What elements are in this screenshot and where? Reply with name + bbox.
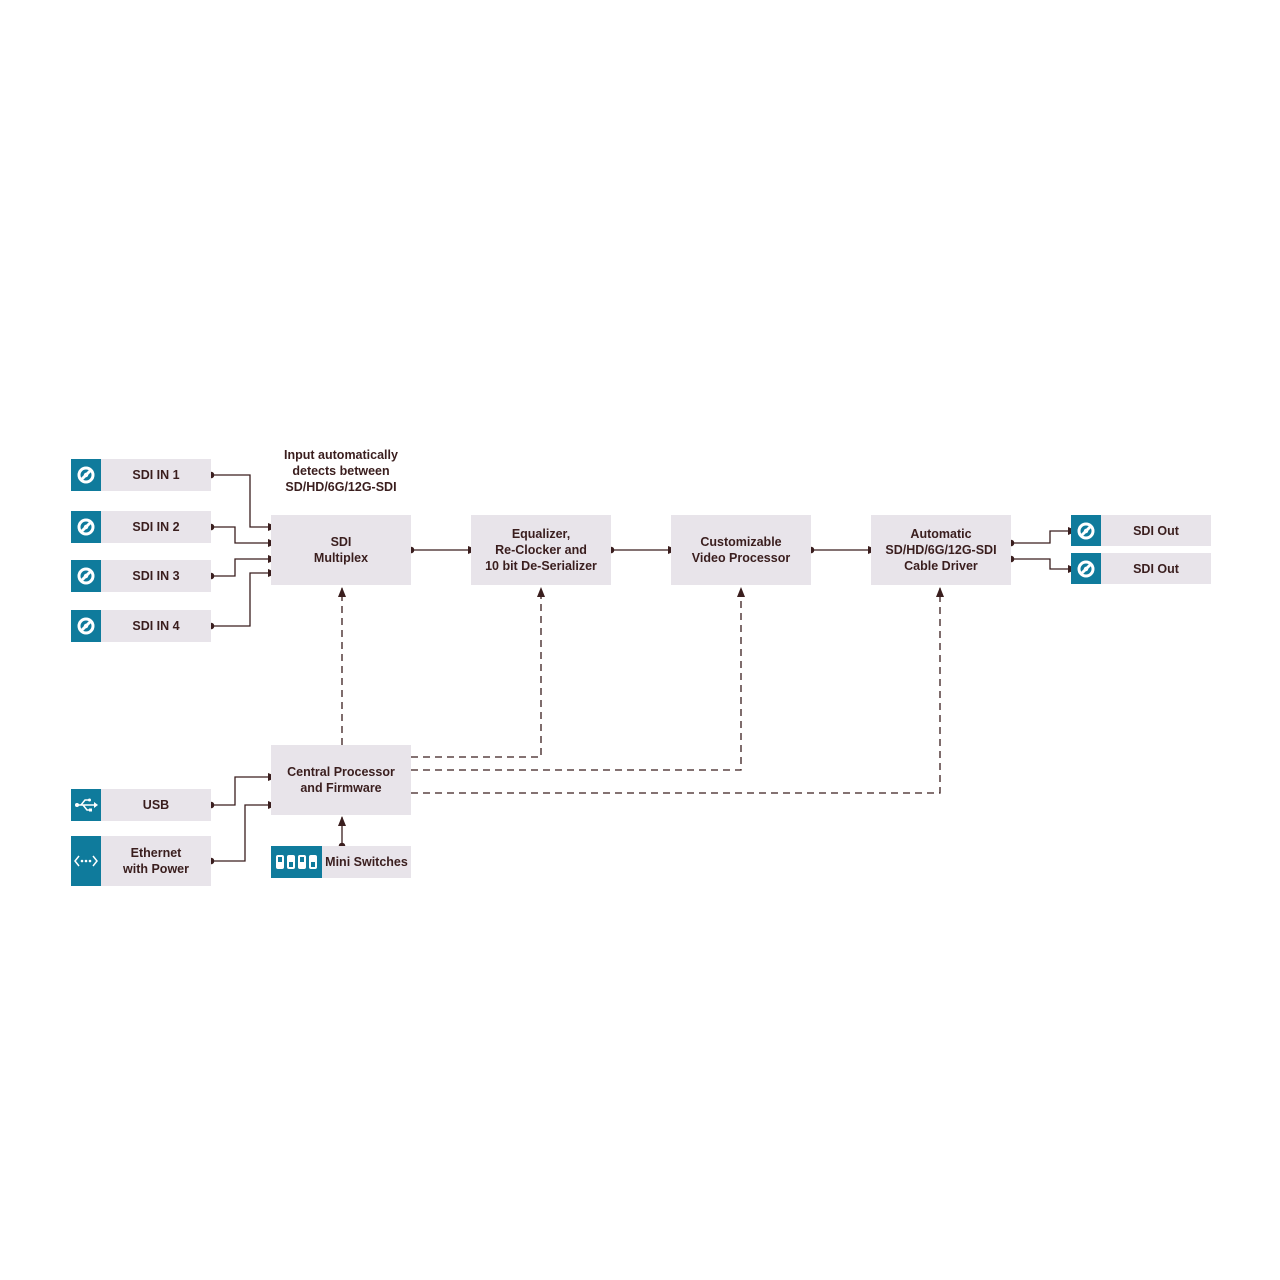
sdi-connector-icon (71, 511, 101, 543)
sdi-connector-icon (1071, 553, 1101, 584)
video-processor-block: Customizable Video Processor (671, 515, 811, 585)
block-label: SDI Multiplex (313, 535, 369, 565)
sdi-connector-icon (71, 459, 101, 491)
mini-switches-port: Mini Switches (271, 846, 411, 878)
sdi-in-label: SDI IN 4 (101, 610, 211, 642)
usb-label: USB (101, 789, 211, 821)
central-processor-block: Central Processor and Firmware (271, 745, 411, 815)
dashed-cpu-to-driver (411, 587, 944, 794)
sdi-connector-icon (1071, 515, 1101, 546)
sdi-in-4-port: SDI IN 4 (71, 610, 211, 642)
usb-port: USB (71, 789, 211, 821)
line-to-sdi-out-2 (1011, 558, 1078, 573)
block-label: Customizable Video Processor (691, 535, 791, 565)
block-label: Central Processor and Firmware (287, 765, 395, 795)
sdi-in-3-port: SDI IN 3 (71, 560, 211, 592)
line-to-sdi-out-1 (1011, 527, 1078, 544)
line-sdi-in-2 (211, 526, 278, 547)
sdi-in-label: SDI IN 3 (101, 560, 211, 592)
sdi-connector-icon (71, 560, 101, 592)
sdi-in-1-port: SDI IN 1 (71, 459, 211, 491)
cable-driver-block: Automatic SD/HD/6G/12G-SDI Cable Driver (871, 515, 1011, 585)
sdi-in-label: SDI IN 2 (101, 511, 211, 543)
line-ethernet-to-cpu (211, 801, 278, 862)
sdi-connector-icon (71, 610, 101, 642)
ethernet-label: Ethernet with Power (101, 836, 211, 886)
sdi-in-label: SDI IN 1 (101, 459, 211, 491)
ethernet-port: Ethernet with Power (71, 836, 211, 886)
line-sdi-in-4 (211, 569, 278, 627)
sdi-out-1-port: SDI Out (1071, 515, 1211, 546)
mini-switches-icon (271, 846, 322, 878)
usb-icon (71, 789, 101, 821)
sdi-out-2-port: SDI Out (1071, 553, 1211, 584)
sdi-out-label: SDI Out (1101, 553, 1211, 584)
dashed-cpu-to-equalizer (411, 587, 545, 758)
line-sdi-in-3 (211, 555, 278, 577)
block-label: Automatic SD/HD/6G/12G-SDI Cable Driver (885, 527, 997, 573)
block-label: Equalizer, Re-Clocker and 10 bit De-Seri… (485, 527, 597, 573)
line-usb-to-cpu (211, 773, 278, 806)
auto-detect-note: Input automatically detects between SD/H… (284, 448, 398, 494)
sdi-in-2-port: SDI IN 2 (71, 511, 211, 543)
ethernet-icon (71, 836, 101, 886)
sdi-multiplex-block: SDI Multiplex (271, 515, 411, 585)
dashed-cpu-to-processor (411, 587, 745, 771)
mini-switches-label: Mini Switches (322, 846, 411, 878)
sdi-out-label: SDI Out (1101, 515, 1211, 546)
equalizer-block: Equalizer, Re-Clocker and 10 bit De-Seri… (471, 515, 611, 585)
line-sdi-in-1 (211, 474, 278, 531)
